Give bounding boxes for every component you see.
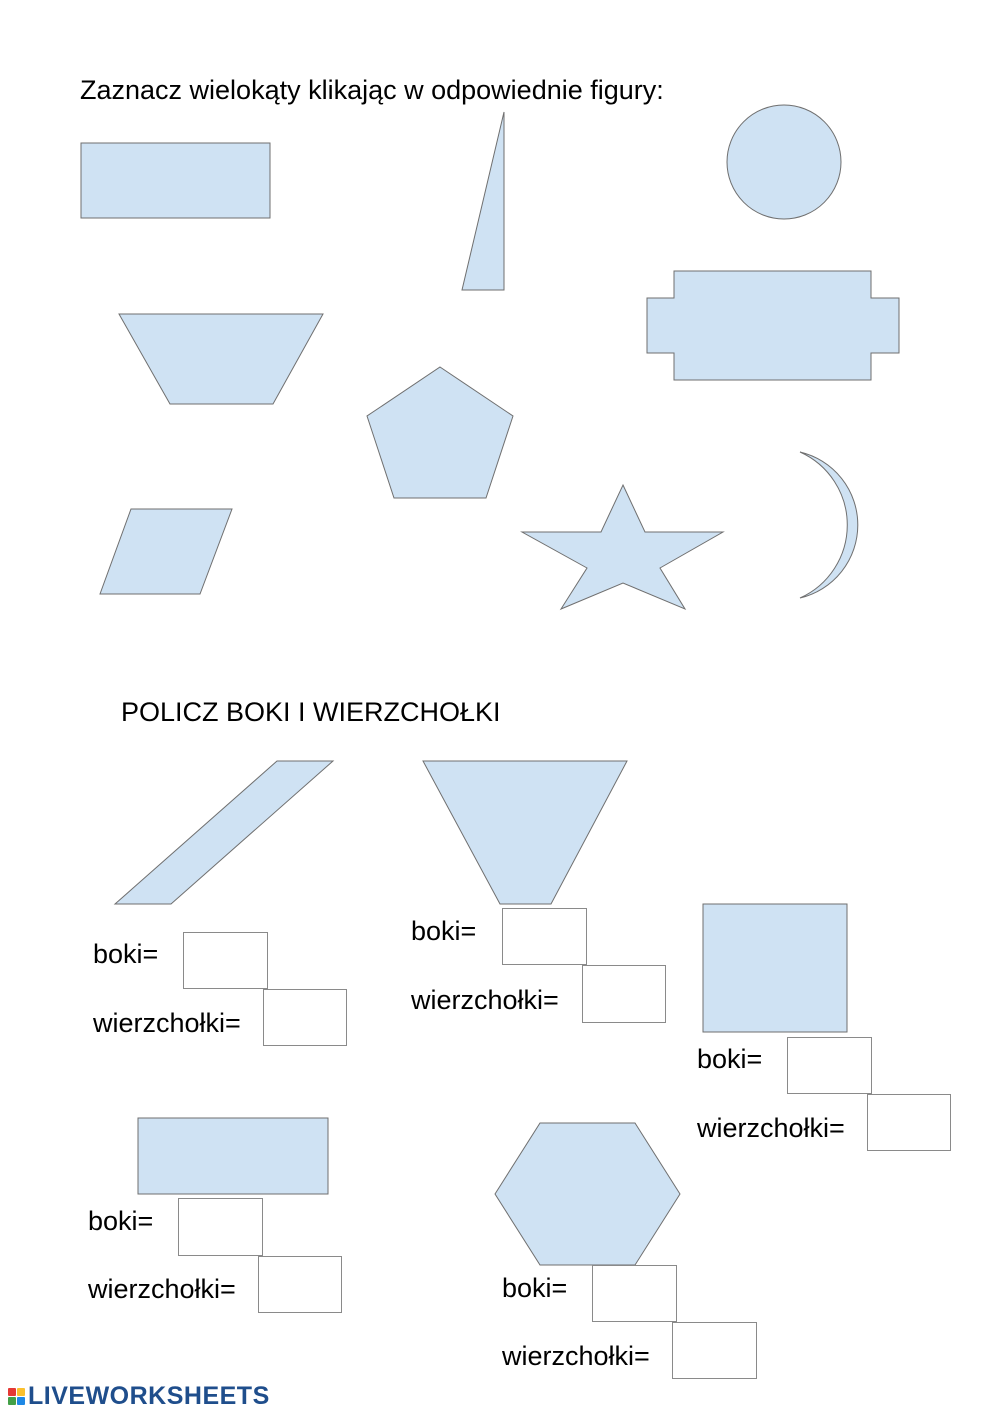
quiz-shape-cross-shape[interactable] <box>646 270 900 381</box>
vertices-label: wierzchołki= <box>411 985 559 1015</box>
vertices-label: wierzchołki= <box>502 1341 650 1371</box>
sides-label: boki= <box>697 1044 763 1074</box>
sides-label: boki= <box>411 916 477 946</box>
vertices-answer-box[interactable] <box>582 965 666 1023</box>
quiz-shape-trapezoid[interactable] <box>118 313 324 405</box>
quiz-shape-star[interactable] <box>520 483 725 611</box>
quiz-shape-circle[interactable] <box>726 104 842 220</box>
sides-answer-box[interactable] <box>502 908 587 965</box>
sides-label: boki= <box>88 1206 154 1236</box>
brand-text: LIVEWORKSHEETS <box>28 1381 270 1410</box>
liveworksheets-logo-icon <box>8 1387 25 1405</box>
section-heading: POLICZ BOKI I WIERZCHOŁKI <box>121 697 501 727</box>
sides-answer-box[interactable] <box>178 1198 263 1256</box>
vertices-answer-box[interactable] <box>672 1322 757 1379</box>
sides-answer-box[interactable] <box>787 1037 872 1094</box>
vertices-answer-box[interactable] <box>263 989 347 1046</box>
sides-answer-box[interactable] <box>183 932 268 989</box>
quiz-shape-parallelogram[interactable] <box>99 508 233 595</box>
vertices-label: wierzchołki= <box>697 1113 845 1143</box>
sides-label: boki= <box>502 1273 568 1303</box>
quiz-shape-crescent[interactable] <box>799 451 859 599</box>
sides-label: boki= <box>93 939 159 969</box>
instruction-text: Zaznacz wielokąty klikając w odpowiednie… <box>80 75 664 105</box>
exercise-shape-hexagon <box>494 1122 681 1266</box>
vertices-answer-box[interactable] <box>867 1094 951 1151</box>
vertices-answer-box[interactable] <box>258 1256 342 1313</box>
quiz-shape-rectangle[interactable] <box>80 142 271 219</box>
liveworksheets-logo[interactable]: LIVEWORKSHEETS <box>8 1381 270 1411</box>
exercise-shape-inverted-trapezoid <box>422 760 628 905</box>
quiz-shape-pentagon[interactable] <box>366 366 514 499</box>
quiz-shape-right-triangle[interactable] <box>461 111 505 291</box>
exercise-shape-parallelogram <box>113 760 335 905</box>
vertices-label: wierzchołki= <box>93 1008 241 1038</box>
exercise-shape-rectangle <box>137 1117 329 1195</box>
vertices-label: wierzchołki= <box>88 1274 236 1304</box>
exercise-shape-square <box>702 903 848 1033</box>
sides-answer-box[interactable] <box>592 1265 677 1322</box>
